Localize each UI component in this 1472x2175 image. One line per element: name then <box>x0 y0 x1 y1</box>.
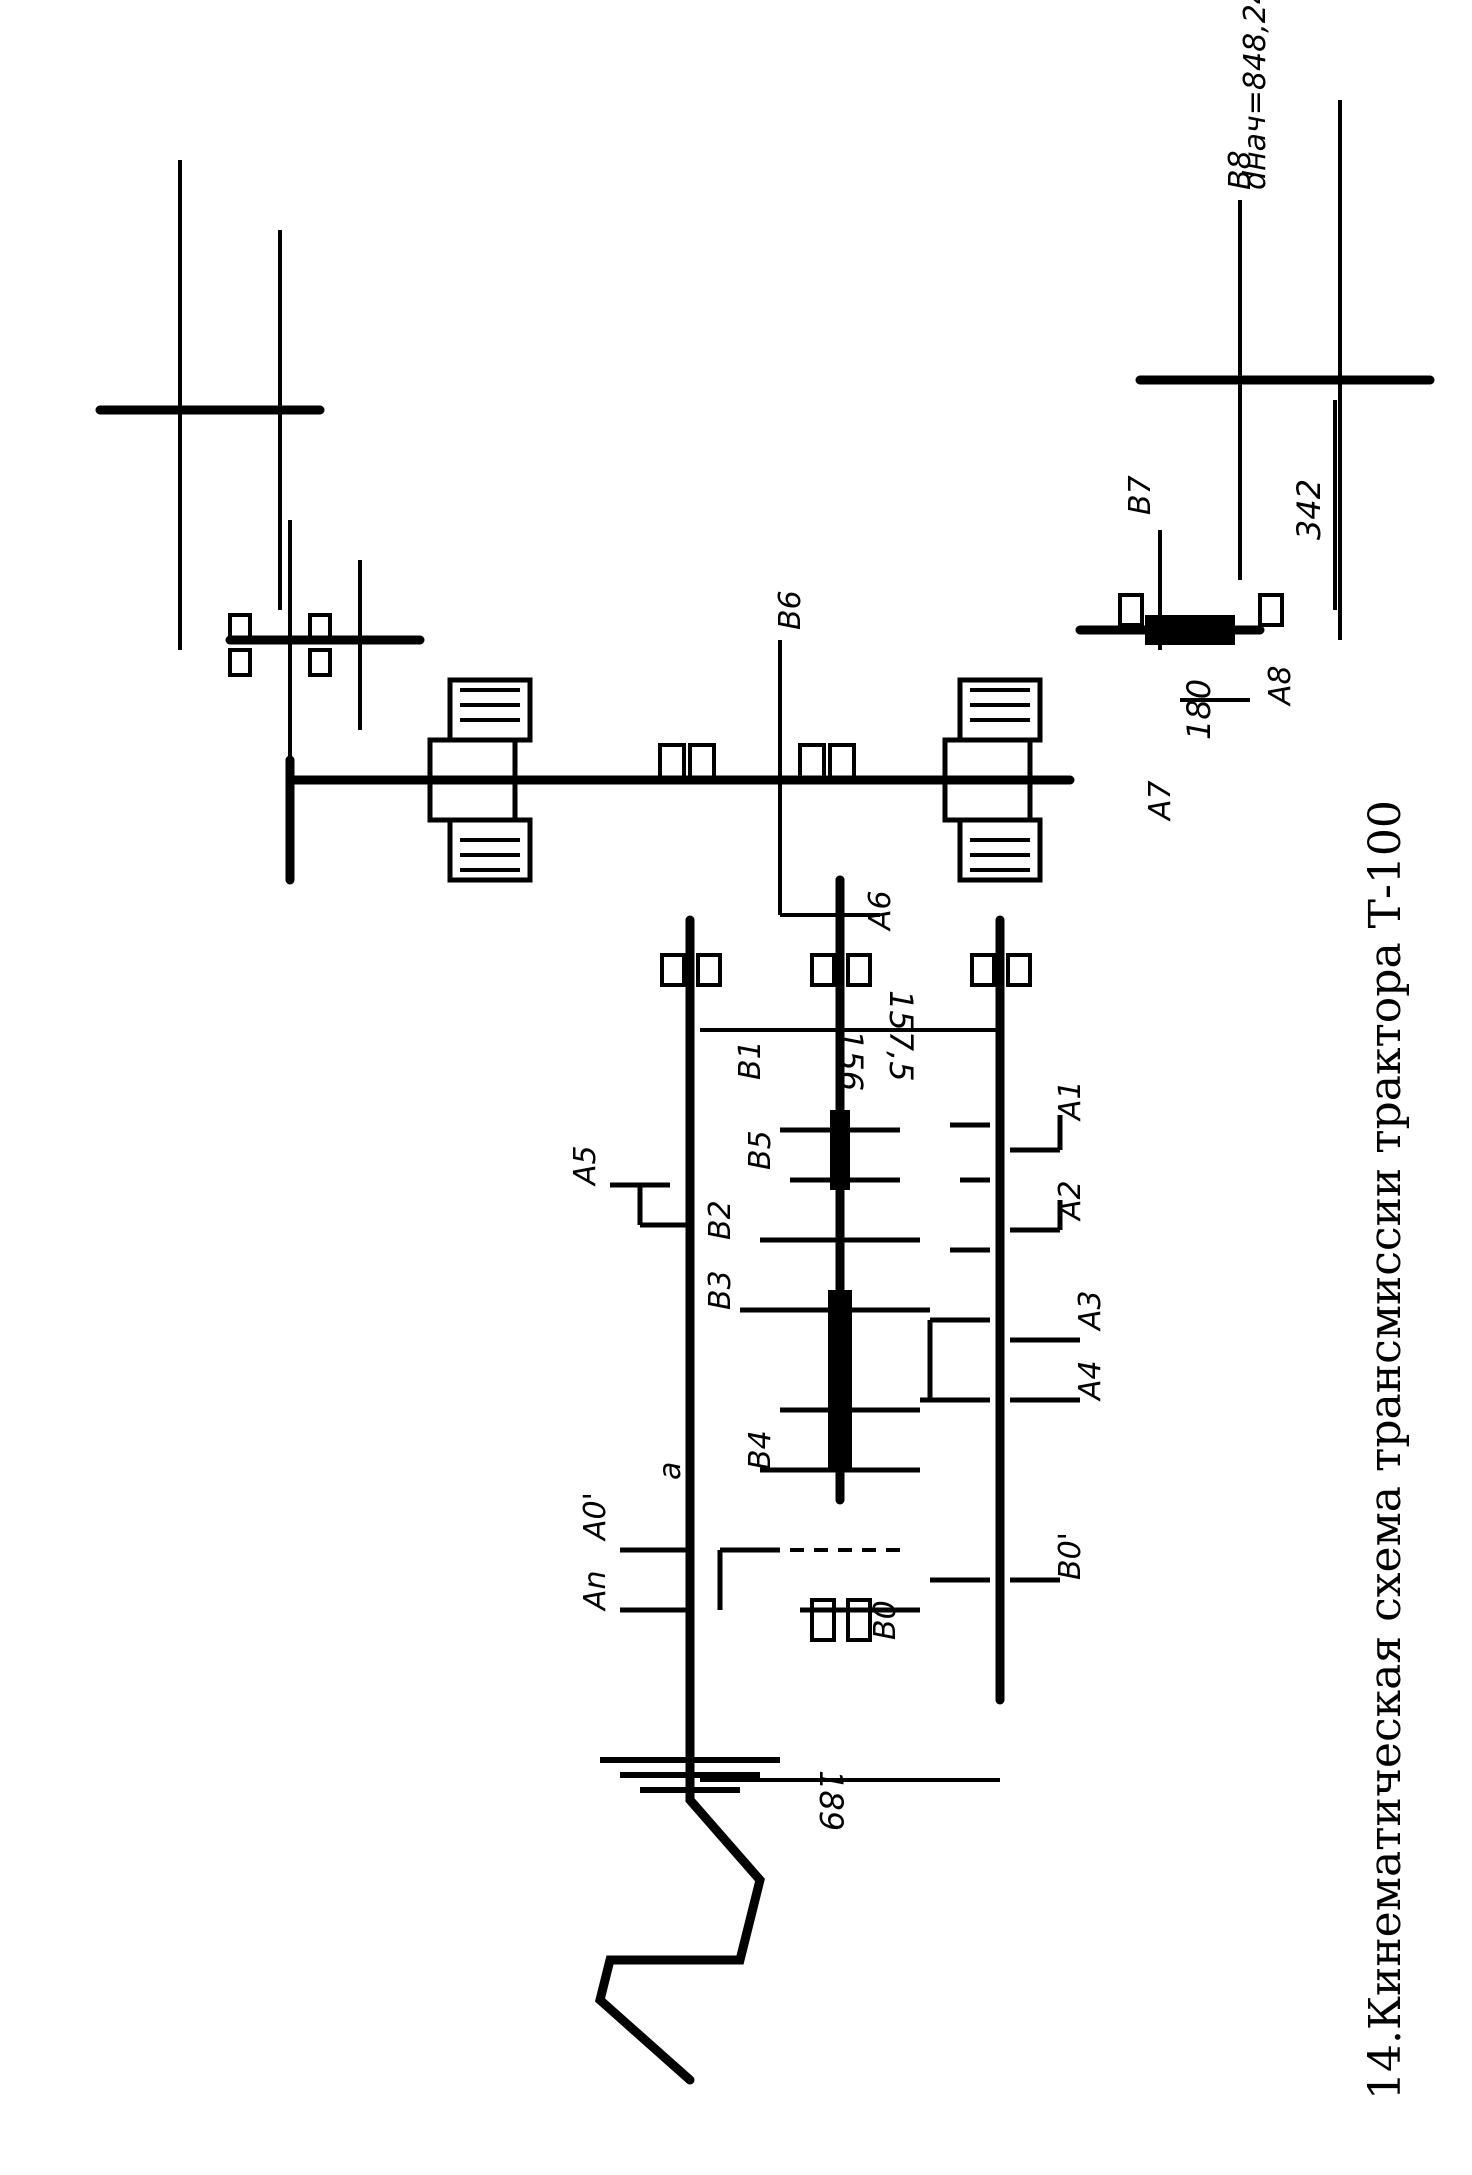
label-b7: B7 <box>1123 475 1158 515</box>
label-a0-prime: A0' <box>578 1492 613 1542</box>
dim-189: 189 <box>812 1770 850 1831</box>
label-a3: A3 <box>1073 1290 1108 1332</box>
label-b1: B1 <box>733 1040 768 1080</box>
label-a5: A5 <box>568 1145 603 1187</box>
label-a6: A6 <box>863 890 898 932</box>
label-b8: B8 <box>1223 150 1258 190</box>
central-drive <box>290 640 1075 920</box>
label-b0-prime: B0' <box>1053 1532 1088 1580</box>
gearbox-bearings <box>660 953 1032 987</box>
figure-caption: 14.Кинематическая схема трансмиссии трак… <box>1360 800 1411 2100</box>
left-final-drive <box>95 160 425 885</box>
label-a2: A2 <box>1053 1180 1088 1222</box>
label-b3: B3 <box>703 1270 738 1310</box>
label-b2: B2 <box>703 1200 738 1240</box>
label-d-nach: dнач=848,24 мм <box>1238 0 1273 190</box>
dim-157-5: 157,5 <box>882 990 920 1082</box>
right-final-drive <box>1075 100 1435 650</box>
label-a7: A7 <box>1143 780 1178 822</box>
label-b0: B0 <box>868 1600 903 1640</box>
label-a1: A1 <box>1053 1080 1088 1122</box>
dimension-texts: 342 180 156 157,5 189 <box>812 479 1328 1831</box>
label-b6: B6 <box>773 590 808 630</box>
dim-342: 342 <box>1290 479 1328 540</box>
input-crank <box>594 1757 780 2085</box>
label-a8: A8 <box>1263 665 1298 707</box>
label-a-small: a <box>653 1462 688 1480</box>
label-b5: B5 <box>743 1130 778 1170</box>
label-an: An <box>578 1570 613 1612</box>
dim-180: 180 <box>1180 679 1218 740</box>
dimension-lines <box>700 400 1337 1782</box>
label-b4: B4 <box>743 1430 778 1470</box>
dim-156: 156 <box>832 1030 870 1091</box>
label-a4: A4 <box>1073 1360 1108 1402</box>
diagram-labels: dнач=848,24 мм B8 B7 A8 A7 B6 A6 B1 B5 B… <box>568 0 1298 1640</box>
gearbox-gears <box>610 1110 1080 1642</box>
